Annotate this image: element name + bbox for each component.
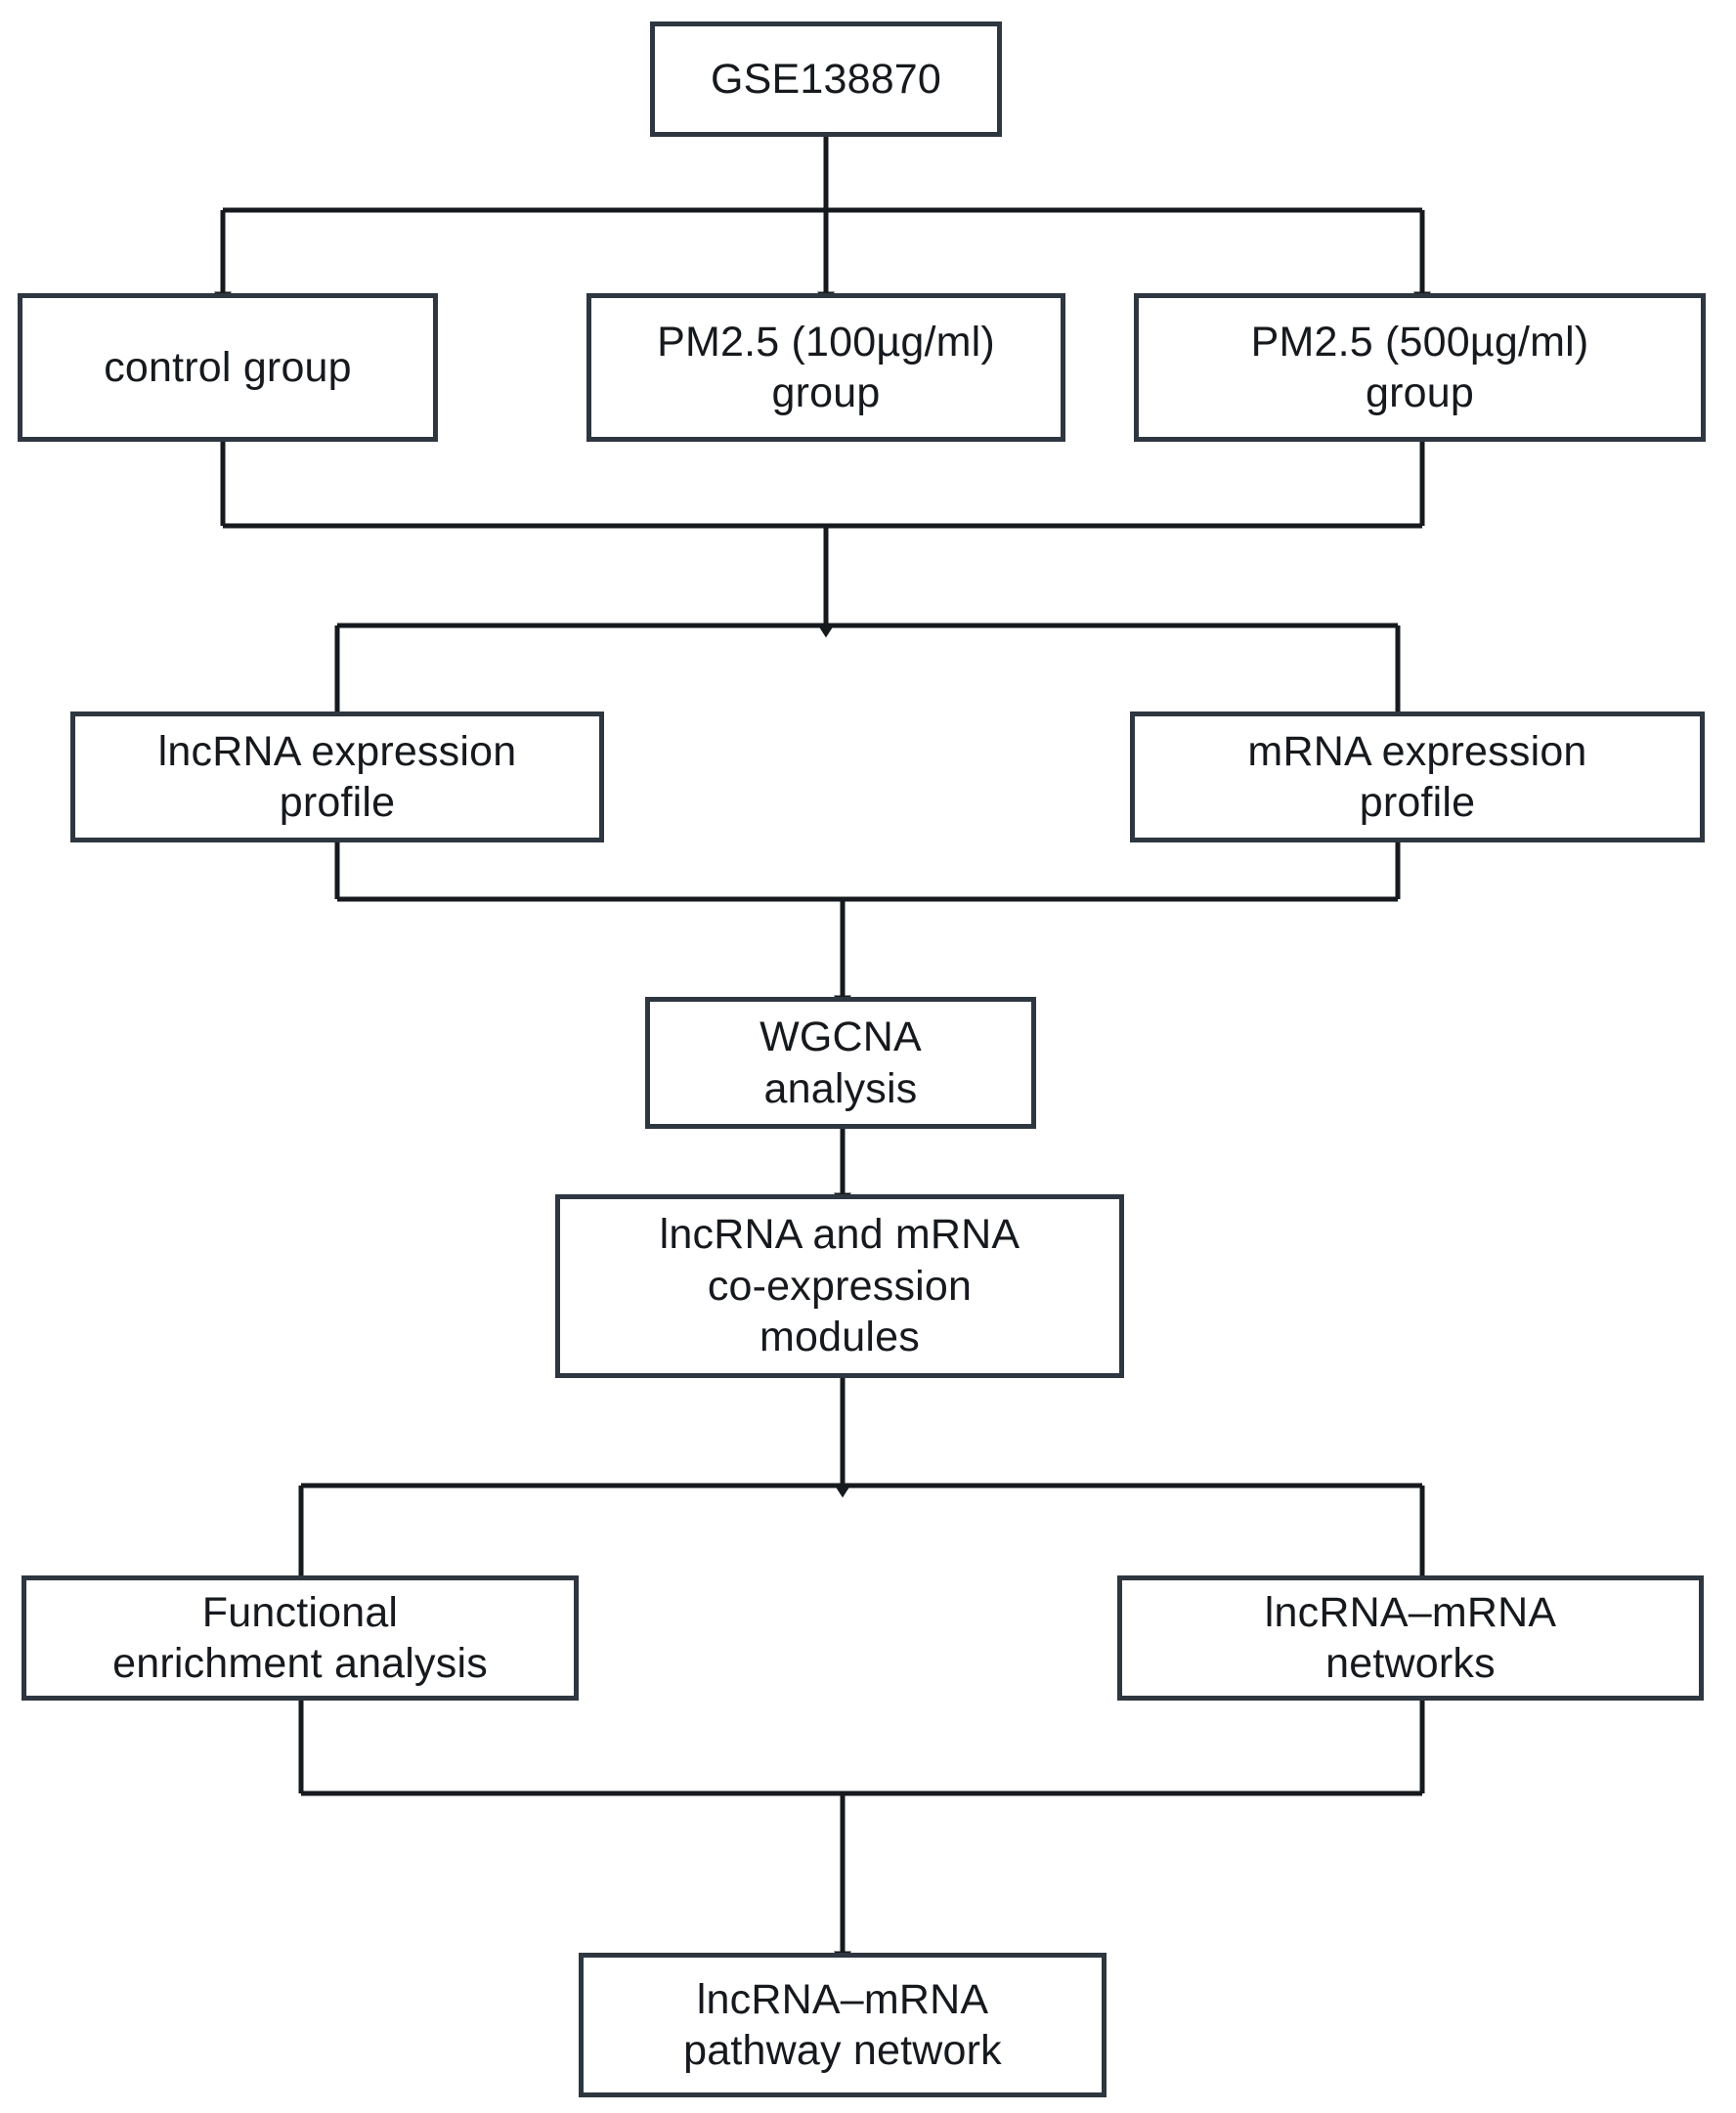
node-dataset-label: GSE138870 — [710, 55, 942, 103]
node-functional[interactable]: Functional enrichment analysis — [22, 1575, 579, 1701]
node-wgcna[interactable]: WGCNA analysis — [645, 997, 1036, 1129]
node-functional-label: Functional enrichment analysis — [112, 1588, 488, 1687]
node-networks[interactable]: lncRNA–mRNA networks — [1117, 1575, 1704, 1701]
node-networks-label: lncRNA–mRNA networks — [1264, 1588, 1557, 1687]
node-pm25-100-group-label: PM2.5 (100µg/ml) group — [657, 318, 995, 416]
node-pathway-network-label: lncRNA–mRNA pathway network — [683, 1975, 1002, 2074]
node-control-group[interactable]: control group — [18, 293, 438, 442]
node-pm25-100-group[interactable]: PM2.5 (100µg/ml) group — [586, 293, 1065, 442]
node-mrna-profile-label: mRNA expression profile — [1247, 727, 1587, 826]
node-coexpression-label: lncRNA and mRNA co-expression modules — [659, 1211, 1020, 1361]
node-lncrna-profile-label: lncRNA expression profile — [157, 727, 517, 826]
node-pm25-500-group[interactable]: PM2.5 (500µg/ml) group — [1134, 293, 1706, 442]
node-coexpression[interactable]: lncRNA and mRNA co-expression modules — [555, 1194, 1124, 1378]
node-control-group-label: control group — [104, 343, 352, 391]
node-lncrna-profile[interactable]: lncRNA expression profile — [70, 712, 604, 842]
node-pm25-500-group-label: PM2.5 (500µg/ml) group — [1250, 318, 1589, 416]
node-dataset[interactable]: GSE138870 — [650, 22, 1002, 137]
node-mrna-profile[interactable]: mRNA expression profile — [1130, 712, 1705, 842]
node-pathway-network[interactable]: lncRNA–mRNA pathway network — [579, 1953, 1107, 2097]
node-wgcna-label: WGCNA analysis — [760, 1013, 922, 1112]
